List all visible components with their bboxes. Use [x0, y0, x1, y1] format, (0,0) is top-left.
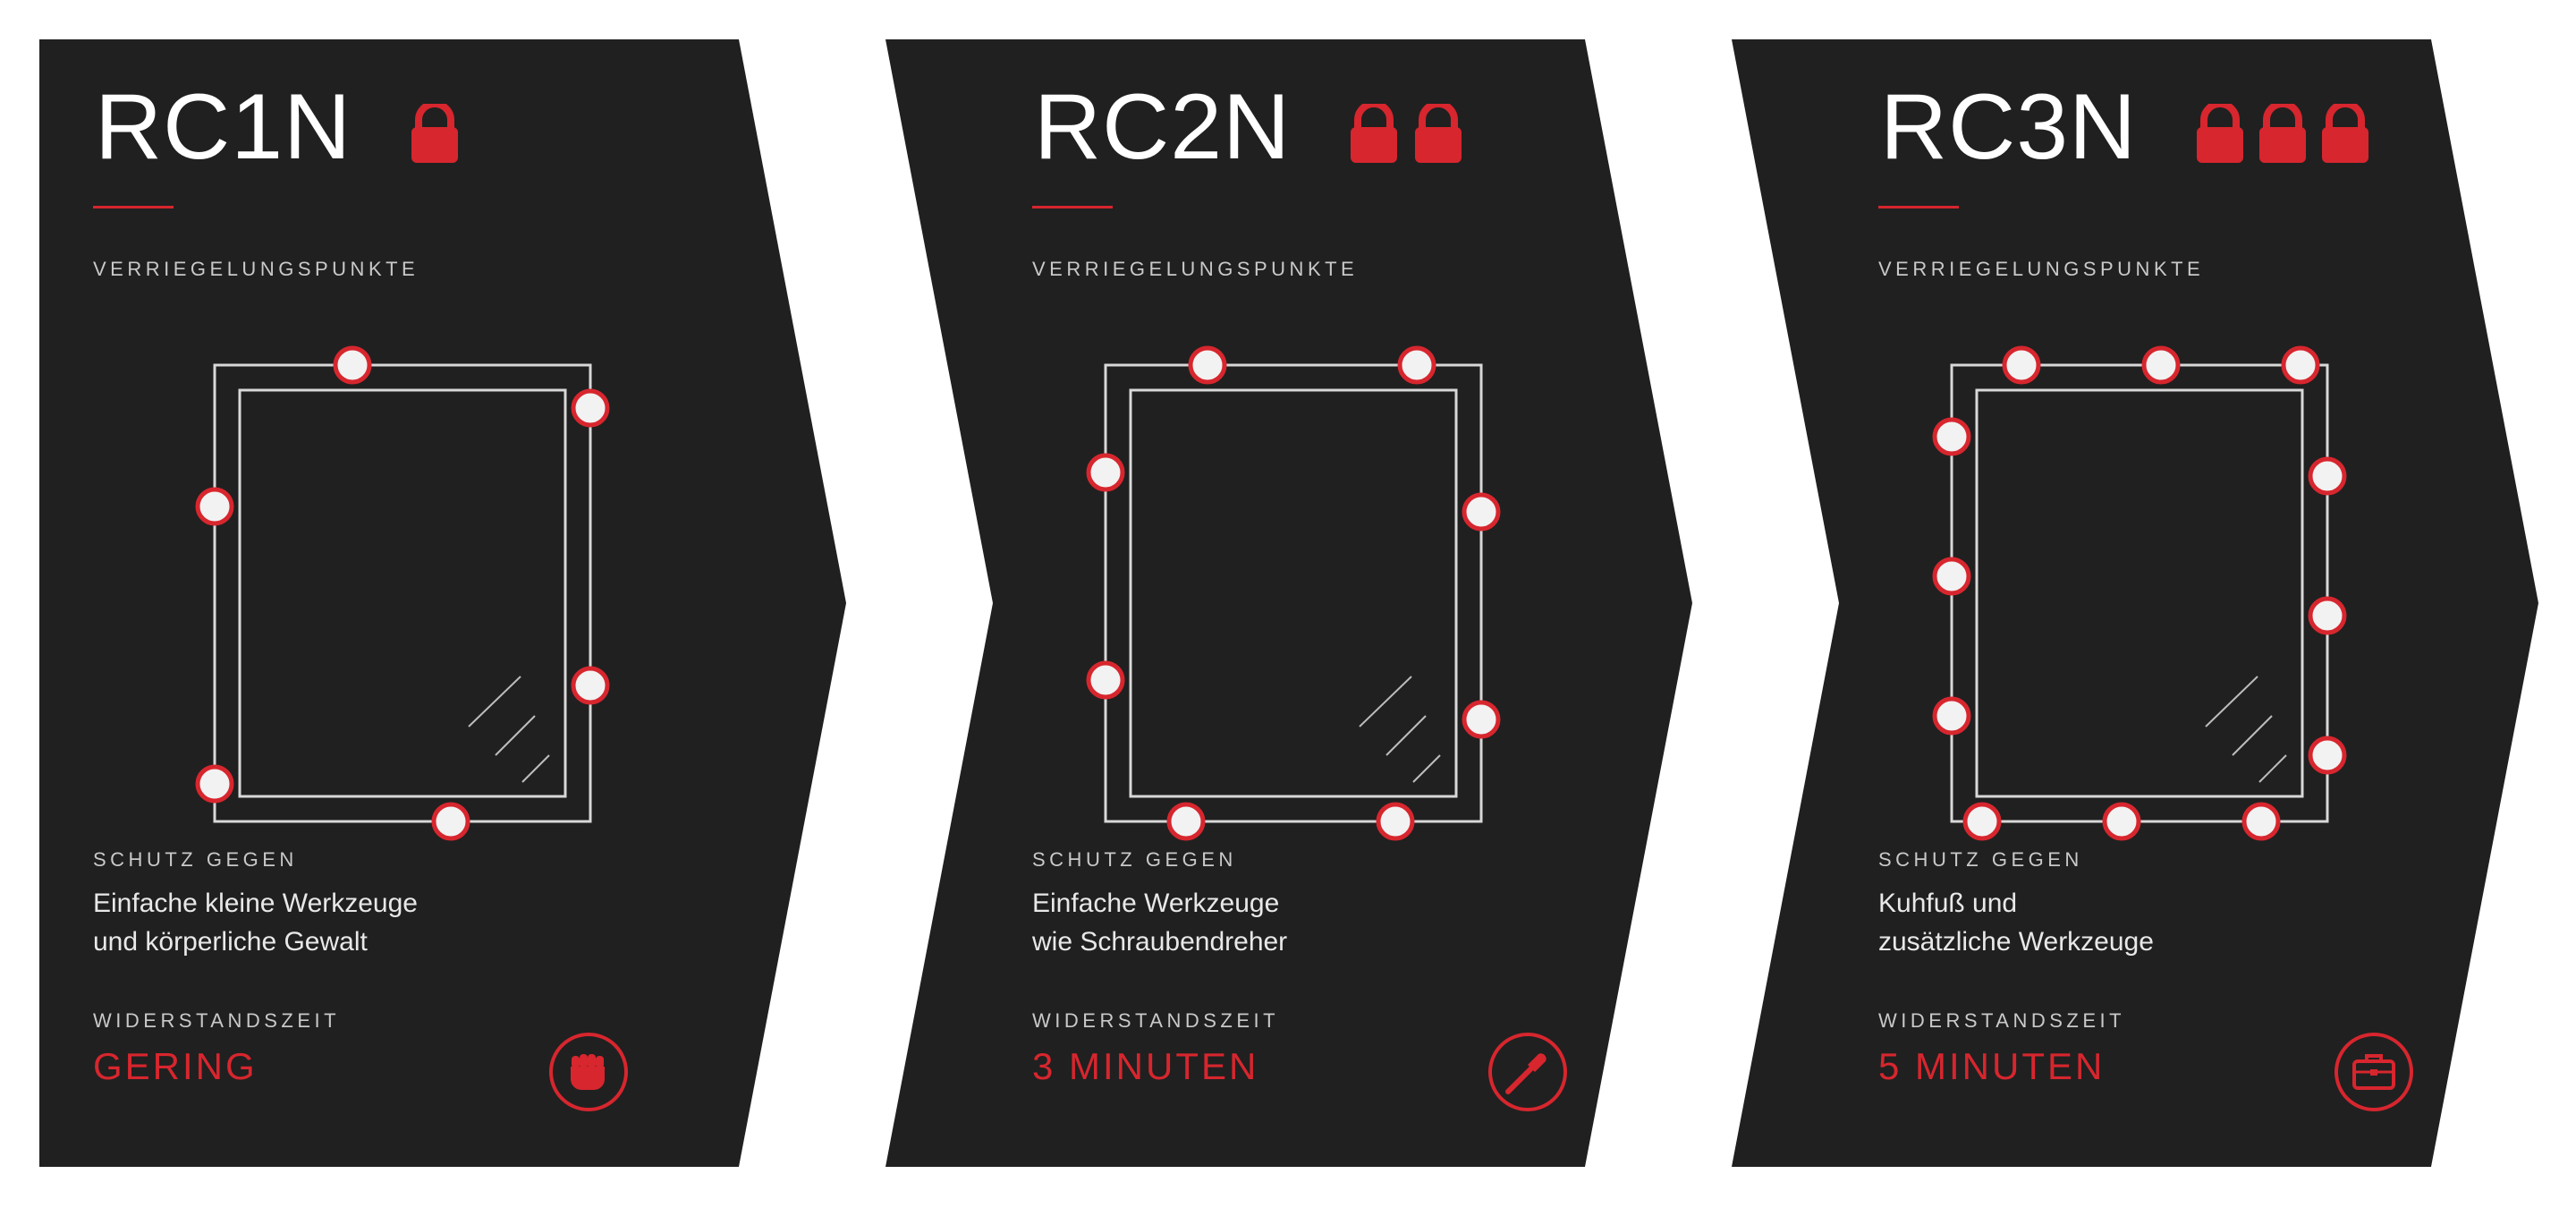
lock-icon	[1351, 104, 1397, 163]
locking-point	[1086, 660, 1125, 700]
lock-rating	[1351, 104, 1462, 163]
protection-line: und körperliche Gewalt	[93, 927, 368, 957]
lock-icon	[1415, 104, 1462, 163]
locking-point	[2002, 345, 2041, 385]
locking-points	[1932, 345, 2347, 841]
locking-point	[1086, 453, 1125, 492]
lock-icon	[2259, 104, 2306, 163]
locking-points	[195, 345, 610, 841]
lock-icon	[2322, 104, 2368, 163]
card-background	[39, 39, 846, 1167]
card-title: RC3N	[1880, 75, 2138, 179]
locking-point	[1188, 345, 1227, 385]
protection-label: SCHUTZ GEGEN	[1878, 848, 2083, 871]
locking-point	[333, 345, 372, 385]
glass-reflection	[468, 676, 550, 783]
locking-point	[2102, 802, 2141, 841]
locking-point	[2308, 736, 2347, 775]
glass-reflection	[2205, 676, 2287, 783]
protection-line: Einfache Werkzeuge	[1032, 889, 1280, 918]
protection-line: Kuhfuß und	[1878, 889, 2018, 918]
card-title: RC2N	[1034, 75, 1292, 179]
locking-point	[1932, 417, 1971, 456]
toolbox-icon	[2334, 1033, 2413, 1111]
lock-icon	[2197, 104, 2243, 163]
window-diagram	[1086, 345, 1501, 841]
locking-point	[2308, 596, 2347, 635]
locking-point	[571, 666, 610, 705]
window-diagram	[1932, 345, 2347, 841]
resistance-label: WIDERSTANDSZEIT	[1032, 1009, 1280, 1032]
locking-point	[431, 802, 470, 841]
locking-point	[1932, 557, 1971, 596]
card-background	[1732, 39, 2538, 1167]
locking-point	[1462, 700, 1501, 739]
screwdriver-icon	[1488, 1033, 1567, 1111]
locking-point	[1166, 802, 1206, 841]
locking-points-label: VERRIEGELUNGSPUNKTE	[93, 258, 419, 280]
locking-point	[2141, 345, 2181, 385]
locking-point	[195, 764, 234, 804]
resistance-value: GERING	[93, 1045, 258, 1087]
protection-label: SCHUTZ GEGEN	[1032, 848, 1237, 871]
locking-point	[1932, 696, 1971, 736]
locking-point	[2308, 456, 2347, 496]
protection-line: wie Schraubendreher	[1032, 927, 1288, 957]
locking-points	[1086, 345, 1501, 841]
resistance-label: WIDERSTANDSZEIT	[1878, 1009, 2126, 1032]
card-background	[886, 39, 1692, 1167]
protection-description: Einfache Werkzeuge wie Schraubendreher	[1032, 884, 1287, 961]
protection-description: Kuhfuß und zusätzliche Werkzeuge	[1878, 884, 2154, 961]
fist-icon	[549, 1033, 628, 1111]
card-rc2n: RC2N VERRIEGELUNGSPUNKTE	[886, 39, 1692, 1167]
protection-line: zusätzliche Werkzeuge	[1878, 927, 2154, 957]
resistance-value: 5 MINUTEN	[1878, 1045, 2106, 1087]
lock-rating	[411, 104, 458, 163]
window-diagram	[195, 345, 610, 841]
locking-point	[195, 487, 234, 526]
locking-point	[2241, 802, 2281, 841]
resistance-label: WIDERSTANDSZEIT	[93, 1009, 341, 1032]
protection-label: SCHUTZ GEGEN	[93, 848, 298, 871]
locking-point	[1962, 802, 2002, 841]
locking-point	[571, 388, 610, 428]
locking-points-label: VERRIEGELUNGSPUNKTE	[1878, 258, 2205, 280]
card-title: RC1N	[95, 75, 352, 179]
lock-icon	[411, 104, 458, 163]
accent-line	[1878, 206, 1959, 208]
card-rc1n: RC1N VERRIEGELUNGSPUNKTE SCHUTZ GEGEN Ei…	[39, 39, 846, 1167]
locking-point	[1376, 802, 1415, 841]
resistance-value: 3 MINUTEN	[1032, 1045, 1259, 1087]
locking-point	[2281, 345, 2320, 385]
locking-points-label: VERRIEGELUNGSPUNKTE	[1032, 258, 1359, 280]
locking-point	[1397, 345, 1436, 385]
lock-rating	[2197, 104, 2368, 163]
protection-description: Einfache kleine Werkzeuge und körperlich…	[93, 884, 418, 961]
accent-line	[1032, 206, 1113, 208]
accent-line	[93, 206, 174, 208]
protection-line: Einfache kleine Werkzeuge	[93, 889, 418, 918]
card-rc3n: RC3N VERRIEGELUNGSPUNKTE	[1732, 39, 2538, 1167]
glass-reflection	[1359, 676, 1441, 783]
locking-point	[1462, 492, 1501, 532]
